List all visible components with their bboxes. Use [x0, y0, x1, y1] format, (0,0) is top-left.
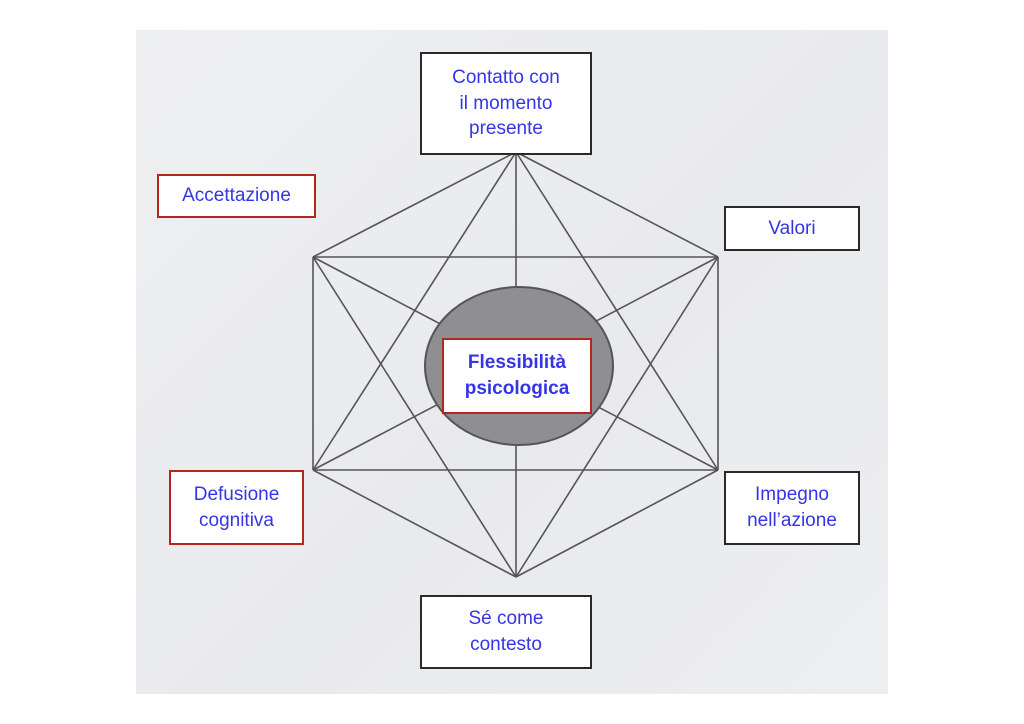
node-defusion-label: Defusione cognitiva [193, 483, 280, 531]
node-present-moment-label: Contatto con il momento presente [452, 67, 560, 140]
node-self-as-context: Sé come contesto [420, 595, 592, 669]
edge-bottom-lower-left [312, 469, 517, 578]
center-node-psychological-flexibility: Flessibilità psicologica [442, 338, 592, 414]
edge-lower-right-bottom [515, 469, 719, 578]
edge-top-upper-right [515, 151, 719, 258]
edge-top-upper-left [312, 151, 517, 258]
node-defusion: Defusione cognitiva [169, 470, 304, 545]
center-node-label: Flessibilità psicologica [464, 352, 570, 399]
edge-bottom-upper-left [312, 256, 517, 578]
node-self-as-context-label: Sé come contesto [468, 608, 544, 655]
node-values: Valori [724, 206, 860, 251]
node-values-label: Valori [768, 217, 816, 239]
node-commitment: Impegno nell’azione [724, 471, 860, 545]
node-acceptance-label: Accettazione [182, 185, 291, 207]
node-acceptance: Accettazione [157, 174, 316, 218]
node-commitment-label: Impegno nell’azione [747, 484, 837, 531]
node-present-moment: Contatto con il momento presente [420, 52, 592, 155]
